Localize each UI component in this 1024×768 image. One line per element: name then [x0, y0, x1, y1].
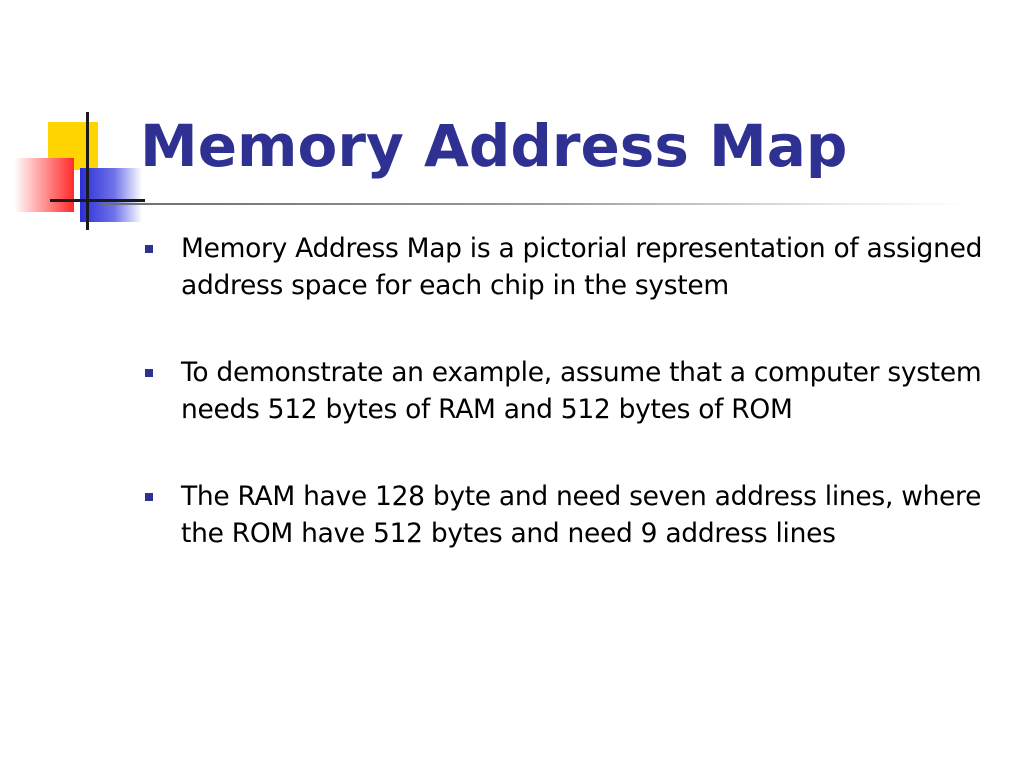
red-square: [14, 158, 74, 212]
crosshair-vertical-line: [86, 112, 89, 230]
square-bullet-icon: [145, 369, 153, 377]
bullet-text: The RAM have 128 byte and need seven add…: [181, 481, 982, 549]
square-bullet-icon: [145, 493, 153, 501]
title-divider: [100, 203, 970, 205]
bullet-list: Memory Address Map is a pictorial repres…: [145, 230, 1005, 602]
blue-square: [80, 168, 142, 222]
bullet-text: To demonstrate an example, assume that a…: [181, 357, 982, 425]
bullet-item: To demonstrate an example, assume that a…: [145, 354, 1005, 428]
decorative-squares-logo-icon: [0, 0, 150, 240]
bullet-item: The RAM have 128 byte and need seven add…: [145, 478, 1005, 552]
bullet-text: Memory Address Map is a pictorial repres…: [181, 233, 983, 301]
crosshair-horizontal-line: [50, 199, 145, 202]
bullet-item: Memory Address Map is a pictorial repres…: [145, 230, 1005, 304]
square-bullet-icon: [145, 245, 153, 253]
slide-title: Memory Address Map: [140, 112, 848, 180]
